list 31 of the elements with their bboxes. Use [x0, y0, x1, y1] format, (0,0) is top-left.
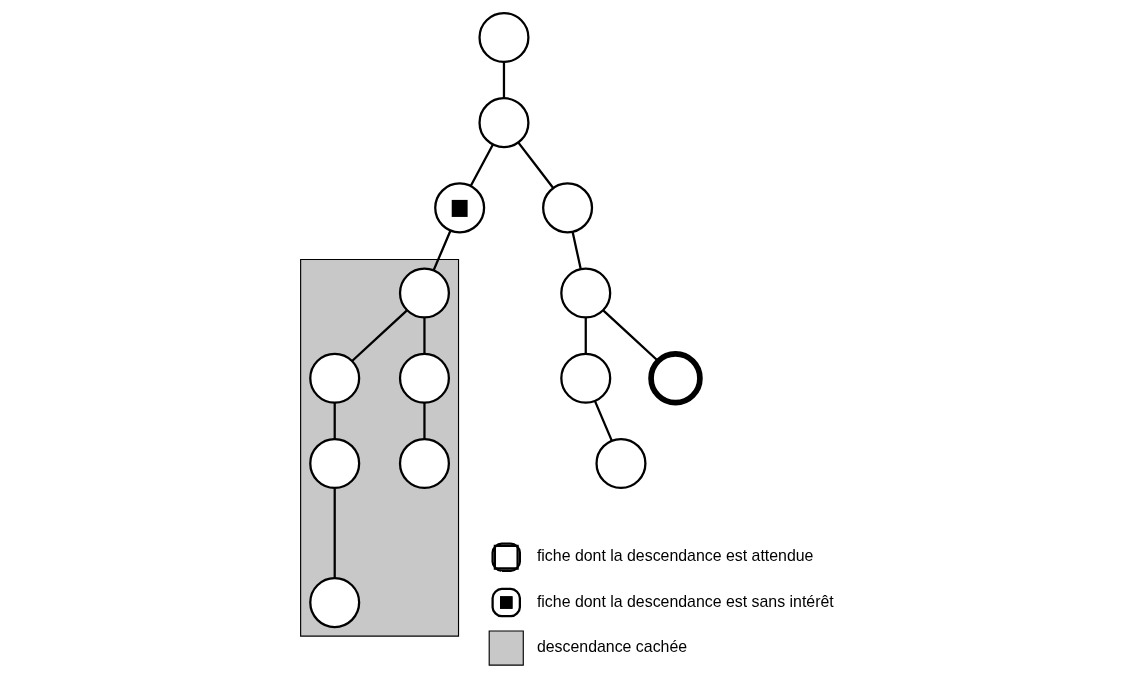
node-circle	[398, 352, 450, 404]
node-circle	[309, 437, 361, 489]
node-circle	[595, 437, 647, 489]
connector	[571, 231, 582, 270]
legend-label: fiche dont la descendance est sans intérêt	[536, 592, 834, 610]
connector	[517, 141, 555, 189]
node-circle	[478, 11, 530, 63]
node-circle	[648, 351, 703, 406]
connector	[602, 309, 659, 362]
connector	[423, 402, 426, 439]
node-circle	[560, 352, 612, 404]
connector	[351, 309, 408, 362]
legend-label: descendance cachée	[536, 638, 688, 656]
node-circle	[434, 182, 486, 234]
node-circle	[560, 267, 612, 319]
legend-label: fiche dont la descendance est attendue	[536, 547, 814, 565]
node-circle	[309, 352, 361, 404]
connector	[333, 488, 336, 578]
node-circle	[309, 577, 361, 629]
connector	[593, 400, 613, 442]
node-circle	[542, 182, 594, 234]
node-circle	[398, 437, 450, 489]
cluster	[300, 258, 460, 637]
node-circle	[478, 97, 530, 149]
connector	[584, 317, 587, 354]
connector	[502, 62, 506, 99]
connector	[469, 144, 494, 187]
connector	[333, 402, 336, 439]
connector	[432, 230, 452, 271]
node-circle	[398, 267, 450, 319]
connector	[423, 317, 426, 354]
